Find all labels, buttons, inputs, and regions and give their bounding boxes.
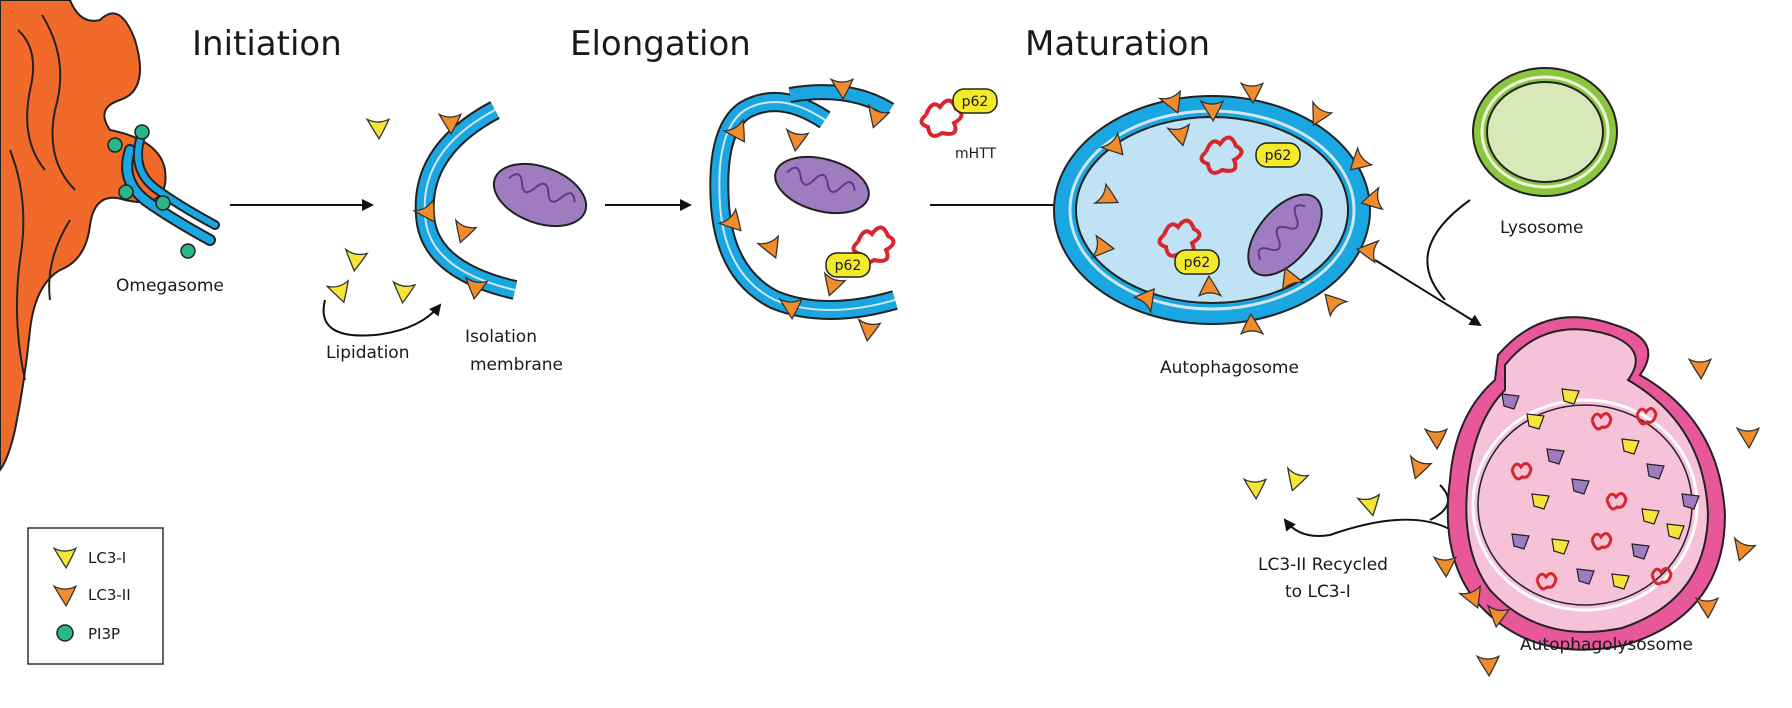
mhtt-aggregate: p62 — [919, 88, 998, 138]
mhtt-aggregates: p62 p62 p62 p62 — [825, 88, 1301, 278]
lc3-ii-protein — [1424, 428, 1448, 450]
lc3-ii-protein — [1476, 655, 1500, 677]
legend-item-lc3-i: LC3-I — [88, 549, 126, 567]
lc3-i-protein — [341, 248, 368, 274]
stage-title-initiation: Initiation — [192, 24, 342, 64]
lc3-i-protein — [390, 281, 416, 305]
debris-fragment — [1605, 492, 1628, 511]
debris-fragment — [1641, 508, 1660, 525]
stage-title-maturation: Maturation — [1025, 24, 1210, 64]
debris-fragment — [1510, 462, 1533, 481]
legend-item-lc3-ii: LC3-II — [88, 586, 131, 604]
lc3-i-protein — [1357, 493, 1384, 519]
label-membrane: membrane — [470, 355, 563, 375]
debris-fragment — [1576, 568, 1595, 585]
debris-fragment — [1631, 543, 1650, 560]
lc3-ii-protein — [1695, 597, 1719, 619]
p62-label: p62 — [962, 94, 989, 110]
pi3p-icon — [56, 624, 74, 642]
debris-fragment — [1635, 407, 1658, 426]
p62-label: p62 — [1265, 148, 1292, 164]
lc3-ii-protein — [1688, 358, 1712, 380]
lc3-ii-protein — [1433, 556, 1457, 578]
lysosome — [1472, 67, 1618, 197]
debris-fragment — [1621, 438, 1640, 455]
debris-fragment — [1650, 567, 1673, 586]
debris-fragment — [1646, 463, 1665, 480]
label-lipidation: Lipidation — [326, 343, 409, 363]
debris-fragment — [1546, 448, 1565, 465]
mitochondrion — [492, 162, 588, 228]
debris-fragment — [1561, 388, 1580, 405]
mhtt-aggregate: p62 — [825, 225, 896, 278]
p62-label: p62 — [1184, 255, 1211, 271]
debris-fragment — [1611, 573, 1630, 590]
p62-badge — [1255, 142, 1301, 168]
label-autophagosome: Autophagosome — [1160, 358, 1299, 378]
arrow-lysosome-fusion — [1426, 199, 1471, 301]
lc3-ii-protein — [757, 235, 786, 263]
debris-fragment — [1551, 538, 1570, 555]
mitochondrion — [774, 155, 870, 215]
mhtt-aggregate: p62 — [1199, 135, 1301, 175]
debris-fragment — [1526, 413, 1545, 430]
debris-fragment — [1590, 532, 1613, 551]
endoplasmic-reticulum — [0, 0, 167, 472]
lc3-ii-protein — [854, 318, 881, 344]
p62-badge — [1174, 249, 1220, 275]
arrow-lipidation — [322, 299, 442, 337]
label-omegasome: Omegasome — [116, 276, 224, 296]
label-isolation: Isolation — [465, 327, 537, 347]
stage-title-elongation: Elongation — [570, 24, 751, 64]
mhtt-aggregate: p62 — [1157, 218, 1220, 275]
debris-fragment — [1535, 572, 1558, 591]
debris-fragment — [1571, 478, 1590, 495]
legend: LC3-I LC3-II PI3P — [27, 527, 164, 665]
arrow-recycle — [1283, 518, 1471, 546]
label-recycled-1: LC3-II Recycled — [1258, 555, 1388, 575]
mitochondrion — [1247, 193, 1323, 277]
debris-fragment — [1666, 523, 1685, 540]
lc3-ii-protein — [782, 128, 809, 154]
lc3-i-protein — [1243, 478, 1267, 500]
p62-badge — [952, 88, 998, 114]
autophagolysosome-debris — [1501, 388, 1700, 591]
lc3-ii-protein — [1736, 427, 1760, 449]
p62-label: p62 — [835, 258, 862, 274]
p62-badge — [825, 252, 871, 278]
label-mhtt: mHTT — [955, 146, 996, 162]
arrow-recycle-return — [1429, 484, 1449, 521]
label-recycled-2: to LC3-I — [1285, 582, 1351, 602]
lc3-ii-protein — [1727, 537, 1756, 565]
debris-fragment — [1590, 412, 1613, 431]
debris-fragment — [1501, 393, 1520, 410]
debris-fragment — [1531, 493, 1550, 510]
label-lysosome: Lysosome — [1500, 218, 1584, 238]
lc3-ii-protein — [1403, 455, 1432, 483]
lc3-ii-protein — [448, 219, 477, 247]
lc3-i-protein — [1280, 467, 1309, 495]
legend-item-pi3p: PI3P — [88, 625, 120, 643]
debris-fragment — [1681, 493, 1700, 510]
lc3-i-protein — [326, 280, 354, 306]
omegasome — [107, 124, 220, 259]
label-autophagolysosome: Autophagolysosome — [1520, 635, 1693, 655]
lc3-i-protein — [366, 118, 390, 140]
arrow-fusion — [1374, 259, 1482, 327]
debris-fragment — [1511, 533, 1530, 550]
